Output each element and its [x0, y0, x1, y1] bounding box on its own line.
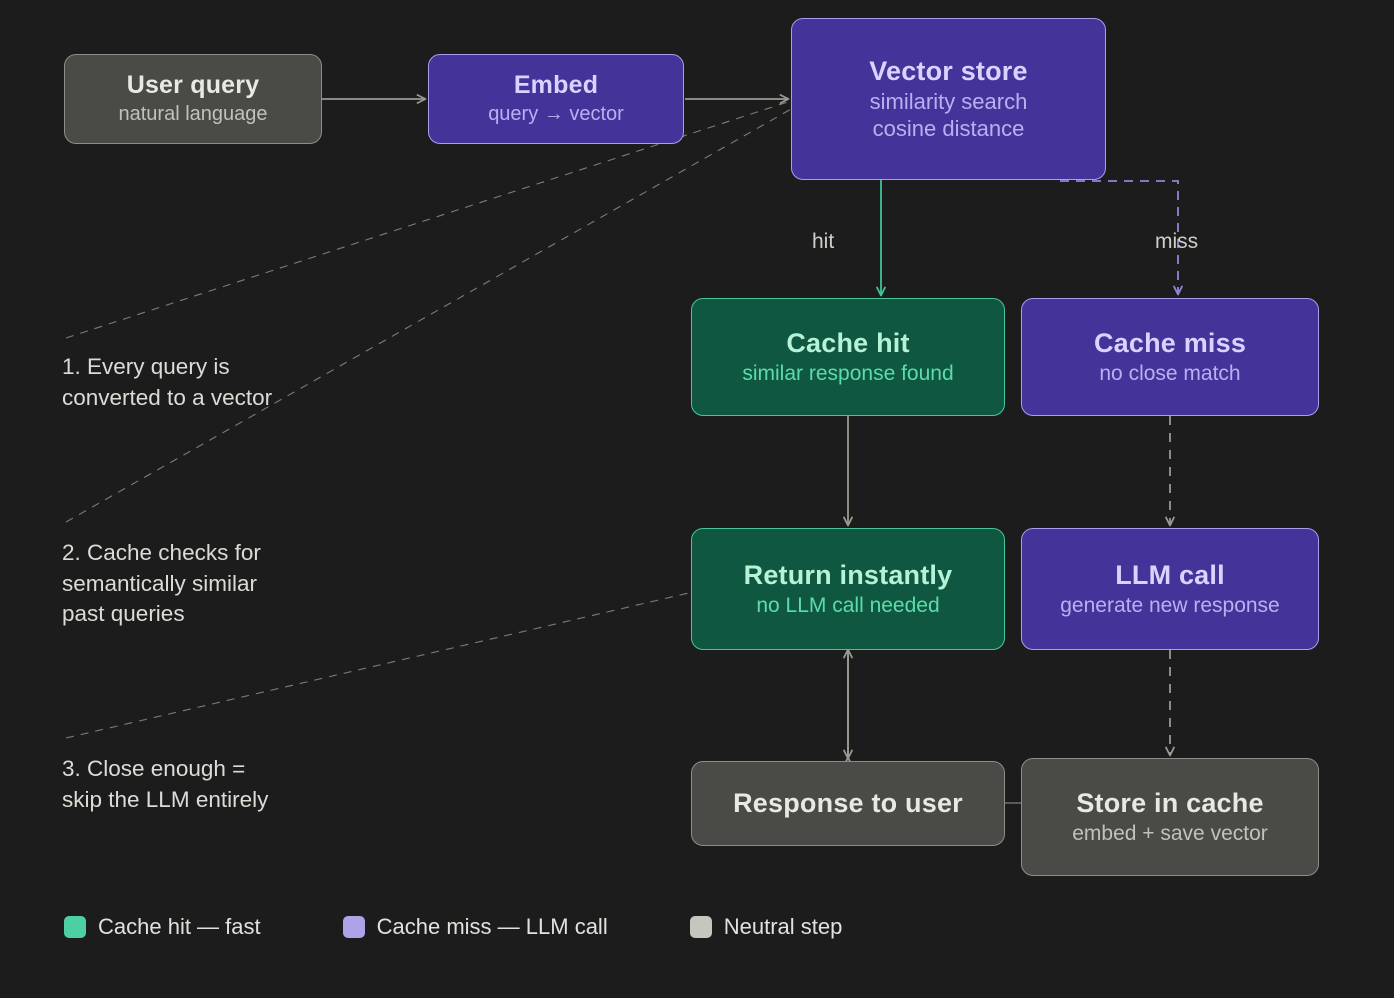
leader-line-note-2 — [65, 103, 801, 523]
node-title: Cache hit — [786, 327, 910, 358]
legend: Cache hit — fast Cache miss — LLM call N… — [64, 914, 842, 940]
node-title: User query — [126, 71, 260, 100]
annotation-note-3: 3. Close enough = skip the LLM entirely — [62, 756, 269, 812]
annotation-note-2: 2. Cache checks for semantically similar… — [62, 540, 261, 627]
legend-label: Neutral step — [723, 914, 843, 939]
node-subtitle: generate new response — [1060, 593, 1280, 617]
node-subtitle: no LLM call needed — [756, 593, 940, 617]
node-cache-miss[interactable]: Cache miss no close match — [1021, 298, 1319, 416]
node-vector-store[interactable]: Vector store similarity search cosine di… — [791, 18, 1106, 180]
node-subtitle-line2: cosine distance — [872, 115, 1025, 141]
node-subtitle: no close match — [1099, 361, 1241, 385]
node-subtitle: query → vector — [488, 103, 624, 126]
node-title: Vector store — [869, 55, 1028, 86]
node-subtitle: similar response found — [742, 361, 954, 385]
node-embed[interactable]: Embed query → vector — [428, 54, 684, 144]
annotation-note-1: 1. Every query is converted to a vector — [62, 354, 273, 410]
node-title: Response to user — [733, 787, 963, 818]
node-store-in-cache[interactable]: Store in cache embed + save vector — [1021, 758, 1319, 876]
edge-label-miss: miss — [1155, 230, 1199, 253]
node-title: Return instantly — [743, 559, 953, 590]
node-title: Embed — [513, 71, 599, 100]
node-subtitle: natural language — [118, 103, 268, 126]
node-user-query[interactable]: User query natural language — [64, 54, 322, 144]
node-return-instantly[interactable]: Return instantly no LLM call needed — [691, 528, 1005, 650]
legend-swatch-icon — [342, 916, 365, 938]
legend-swatch-icon — [64, 916, 86, 938]
node-response-to-user[interactable]: Response to user — [691, 761, 1005, 846]
node-subtitle: embed + save vector — [1072, 821, 1268, 845]
legend-label: Cache miss — LLM call — [376, 914, 608, 939]
node-cache-hit[interactable]: Cache hit similar response found — [691, 298, 1005, 416]
legend-item-neutral: Neutral step — [689, 914, 843, 940]
node-llm-call[interactable]: LLM call generate new response — [1021, 528, 1319, 650]
legend-swatch-icon — [689, 916, 712, 938]
node-title: Cache miss — [1093, 327, 1247, 358]
edge-label-hit: hit — [812, 230, 835, 253]
legend-label: Cache hit — fast — [98, 914, 261, 939]
node-subtitle: similarity search — [869, 88, 1028, 114]
legend-item-cache-miss: Cache miss — LLM call — [342, 914, 608, 940]
legend-item-cache-hit: Cache hit — fast — [64, 914, 261, 940]
node-title: Store in cache — [1076, 787, 1264, 818]
node-title: LLM call — [1115, 559, 1225, 590]
